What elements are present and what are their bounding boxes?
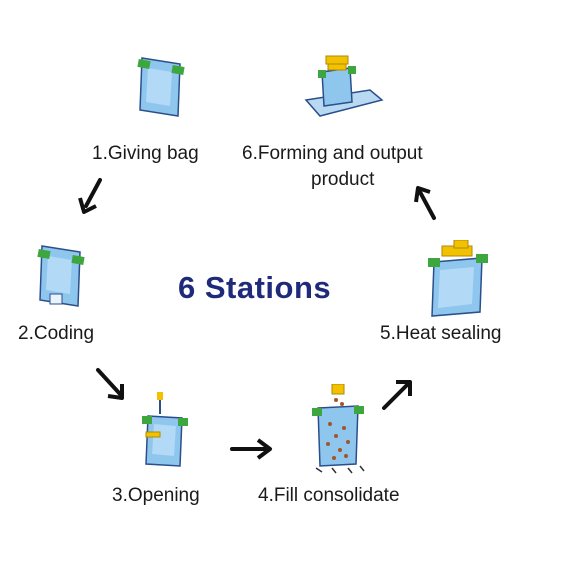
- station-6-label-line1: 6.Forming and output: [242, 143, 423, 164]
- station-4-label: 4.Fill consolidate: [258, 485, 400, 506]
- arrow-1-to-2: [78, 178, 102, 214]
- station-2-coding-icon: [37, 245, 85, 307]
- station-2-label: 2.Coding: [18, 323, 95, 344]
- arrow-3-to-4: [230, 438, 272, 460]
- arrow-4-to-5: [382, 380, 412, 410]
- station-5-label: 5.Heat sealing: [380, 323, 502, 344]
- station-6-label-line2: product: [311, 169, 375, 190]
- station-4-fill-icon: [312, 384, 365, 474]
- station-6-output-icon: [304, 55, 384, 117]
- diagram-title: 6 Stations: [178, 270, 332, 305]
- arrow-2-to-3: [96, 368, 124, 400]
- station-1-label: 1.Giving bag: [92, 143, 199, 164]
- arrow-5-to-6: [414, 186, 436, 220]
- station-3-opening-icon: [142, 392, 188, 467]
- station-3-label: 3.Opening: [112, 485, 200, 506]
- station-5-heat-sealing-icon: [428, 240, 488, 317]
- station-1-bag-icon: [137, 57, 185, 117]
